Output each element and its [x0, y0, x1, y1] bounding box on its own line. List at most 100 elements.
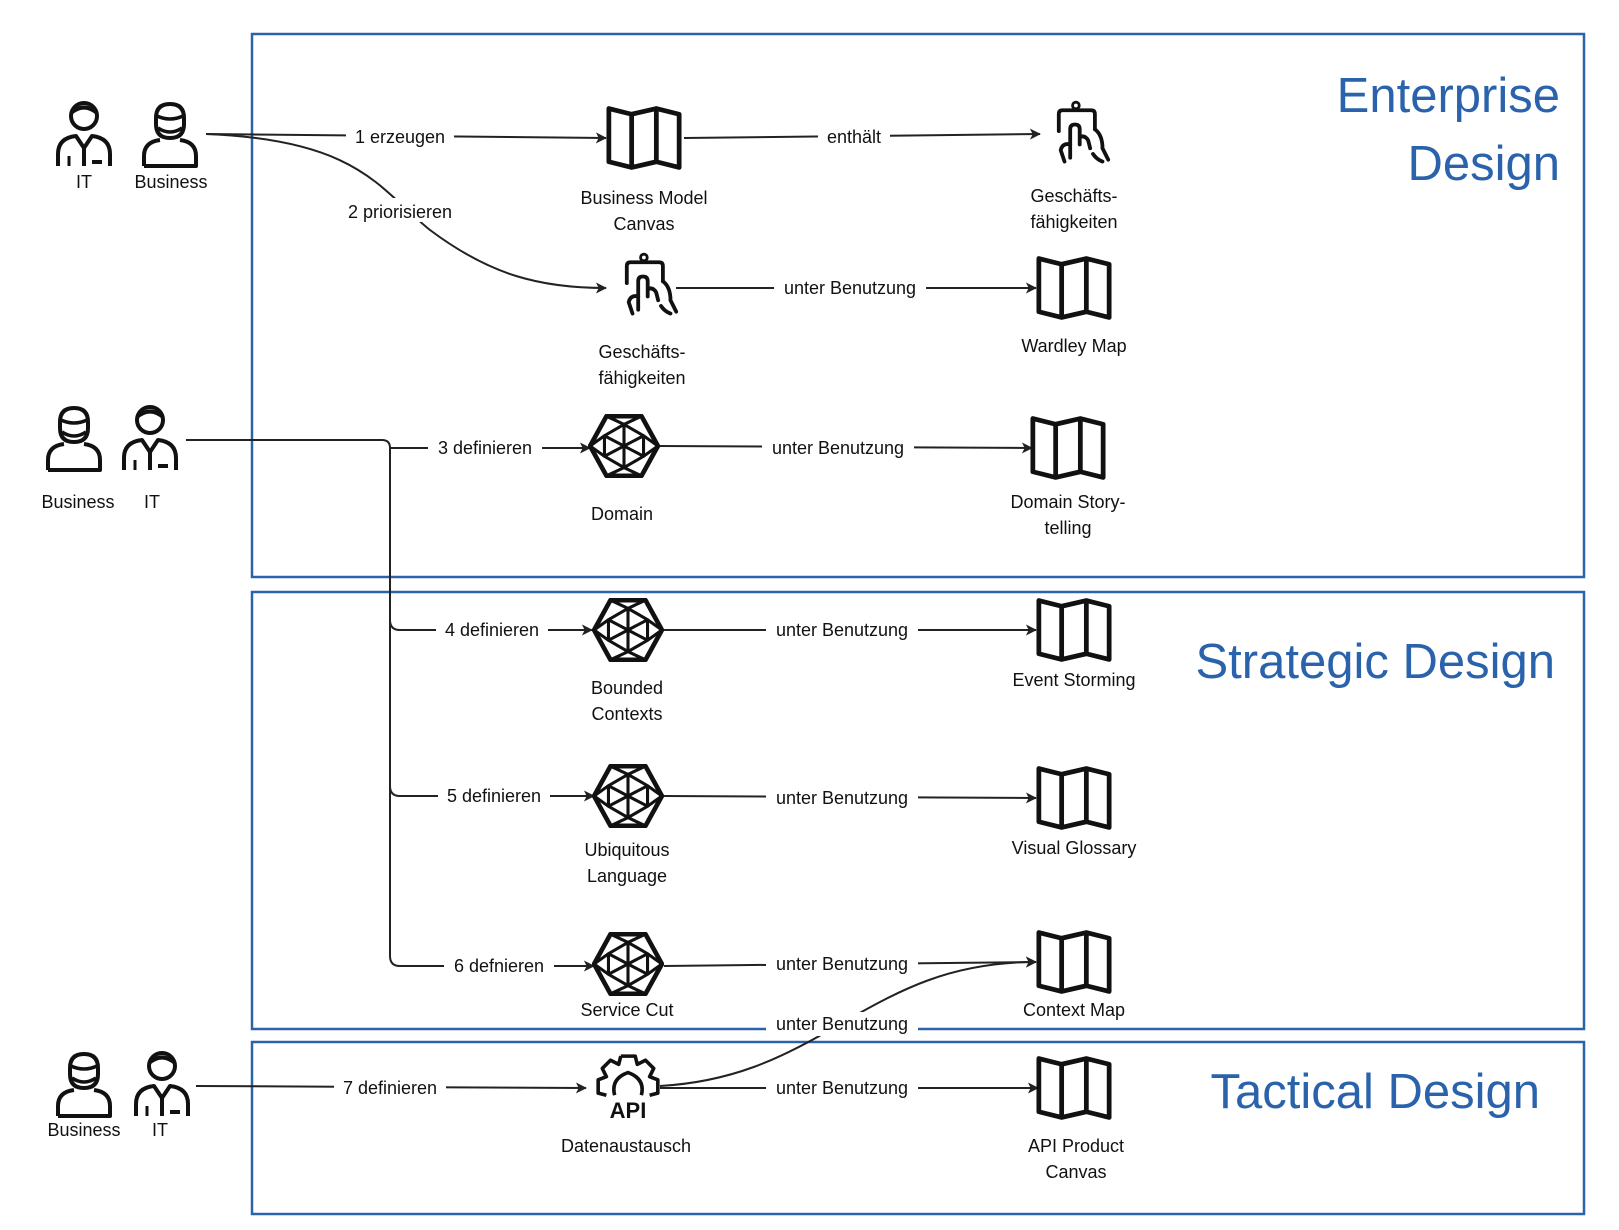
svg-text:Contexts: Contexts: [591, 704, 662, 724]
node-bounded-contexts: Bounded Contexts: [591, 600, 663, 724]
actor-label: IT: [76, 172, 92, 192]
svg-text:Datenaustausch: Datenaustausch: [561, 1136, 691, 1156]
svg-text:Service Cut: Service Cut: [580, 1000, 673, 1020]
node-business-model-canvas: Business Model Canvas: [580, 109, 708, 234]
edge-label-e8: unter Benutzung: [766, 618, 918, 642]
svg-text:telling: telling: [1044, 518, 1091, 538]
svg-text:2 priorisieren: 2 priorisieren: [348, 202, 452, 222]
svg-text:3 definieren: 3 definieren: [438, 438, 532, 458]
edge-labels: 1 erzeugen 2 priorisieren enthält unter …: [334, 124, 926, 1100]
node-event-storming: Event Storming: [1012, 601, 1136, 690]
map-icon: [1039, 1059, 1109, 1118]
node-context-map: Context Map: [1023, 933, 1125, 1020]
edge-label-e5: 3 definieren: [428, 436, 542, 460]
map-icon: [1039, 601, 1109, 660]
svg-text:fähigkeiten: fähigkeiten: [1030, 212, 1117, 232]
edge-label-e11: 6 defnieren: [444, 954, 554, 978]
section-titles: Enterprise Design Strategic Design Tacti…: [1195, 69, 1560, 1119]
svg-text:4 definieren: 4 definieren: [445, 620, 539, 640]
actor-group-2: Business IT: [41, 405, 178, 512]
svg-text:unter Benutzung: unter Benutzung: [776, 620, 908, 640]
svg-text:Bounded: Bounded: [591, 678, 663, 698]
edge-label-e15: unter Benutzung: [766, 1076, 918, 1100]
node-wardley-map: Wardley Map: [1021, 259, 1127, 356]
edge-label-e14: 7 definieren: [334, 1076, 446, 1100]
section-title-tactical: Tactical Design: [1210, 1065, 1540, 1119]
business-person-icon: [142, 102, 198, 168]
frame-enterprise-design: [250, 32, 1586, 579]
section-title-enterprise-line2: Design: [1407, 137, 1560, 191]
svg-text:unter Benutzung: unter Benutzung: [776, 1014, 908, 1034]
section-title-strategic: Strategic Design: [1195, 635, 1555, 689]
edge-label-e7: 4 definieren: [436, 618, 548, 642]
polyhedron-icon: [594, 934, 662, 994]
edge-label-e3: enthält: [818, 124, 890, 148]
it-person-icon: [56, 101, 112, 168]
edge-label-e12: unter Benutzung: [766, 952, 918, 976]
edge-e7: [389, 448, 593, 636]
svg-text:fähigkeiten: fähigkeiten: [598, 368, 685, 388]
map-icon: [1039, 259, 1109, 318]
map-icon: [1039, 769, 1109, 828]
api-icon-text: API: [610, 1098, 647, 1123]
svg-text:Wardley Map: Wardley Map: [1021, 336, 1126, 356]
svg-text:Geschäfts-: Geschäfts-: [598, 342, 685, 362]
svg-text:Canvas: Canvas: [613, 214, 674, 234]
actor-label: Business: [41, 492, 114, 512]
node-domain-storytelling: Domain Story- telling: [1010, 419, 1126, 538]
node-ubiquitous-language: Ubiquitous Language: [584, 766, 670, 886]
map-icon: [1033, 419, 1103, 478]
section-title-enterprise-line1: Enterprise: [1337, 69, 1560, 123]
svg-text:Context Map: Context Map: [1023, 1000, 1125, 1020]
edge-label-e2: 2 priorisieren: [338, 198, 462, 222]
svg-text:Business Model: Business Model: [580, 188, 707, 208]
edge-e9: [389, 620, 595, 802]
edge-e2: [205, 133, 607, 294]
node-capabilities-top: Geschäfts- fähigkeiten: [1030, 100, 1118, 232]
map-icon: [1039, 933, 1109, 992]
svg-text:6 defnieren: 6 defnieren: [454, 956, 544, 976]
node-capabilities: Geschäfts- fähigkeiten: [598, 252, 686, 388]
it-person-icon: [122, 405, 178, 472]
edge-label-e9: 5 definieren: [438, 784, 550, 808]
nodes: Business Model Canvas Geschäfts- fähigke…: [561, 100, 1137, 1182]
touch-hand-icon: [1056, 100, 1111, 164]
svg-text:1 erzeugen: 1 erzeugen: [355, 127, 445, 147]
edge-label-e6: unter Benutzung: [762, 436, 914, 460]
actor-label: Business: [134, 172, 207, 192]
svg-text:unter Benutzung: unter Benutzung: [776, 954, 908, 974]
actor-group-1: IT Business: [56, 101, 208, 192]
svg-text:Ubiquitous: Ubiquitous: [584, 840, 669, 860]
svg-text:Event Storming: Event Storming: [1012, 670, 1135, 690]
svg-text:enthält: enthält: [827, 127, 881, 147]
svg-text:5 definieren: 5 definieren: [447, 786, 541, 806]
node-datenaustausch: API Datenaustausch: [561, 1054, 691, 1156]
node-api-product-canvas: API Product Canvas: [1028, 1059, 1124, 1182]
svg-text:API Product: API Product: [1028, 1136, 1124, 1156]
svg-text:Domain Story-: Domain Story-: [1010, 492, 1125, 512]
actors: IT Business Business IT Business IT: [41, 101, 208, 1140]
svg-text:unter Benutzung: unter Benutzung: [772, 438, 904, 458]
polyhedron-icon: [594, 600, 662, 660]
frame-tactical-design: [250, 1040, 1586, 1216]
actor-group-3: Business IT: [47, 1051, 190, 1140]
api-gear-icon: [596, 1054, 660, 1097]
svg-text:unter Benutzung: unter Benutzung: [776, 1078, 908, 1098]
svg-text:Geschäfts-: Geschäfts-: [1030, 186, 1117, 206]
svg-text:Visual Glossary: Visual Glossary: [1012, 838, 1137, 858]
svg-text:Canvas: Canvas: [1045, 1162, 1106, 1182]
svg-text:unter Benutzung: unter Benutzung: [776, 788, 908, 808]
actor-label: IT: [144, 492, 160, 512]
it-person-icon: [134, 1051, 190, 1118]
node-visual-glossary: Visual Glossary: [1012, 769, 1137, 858]
edge-e11: [389, 786, 595, 972]
map-icon: [609, 109, 679, 168]
edge-label-e4: unter Benutzung: [774, 276, 926, 300]
node-service-cut: Service Cut: [580, 934, 674, 1020]
touch-hand-icon: [624, 252, 679, 316]
edge-label-e13: unter Benutzung: [766, 1012, 918, 1036]
polyhedron-icon: [594, 766, 662, 826]
edge-label-e1: 1 erzeugen: [346, 124, 454, 148]
svg-text:Language: Language: [587, 866, 667, 886]
